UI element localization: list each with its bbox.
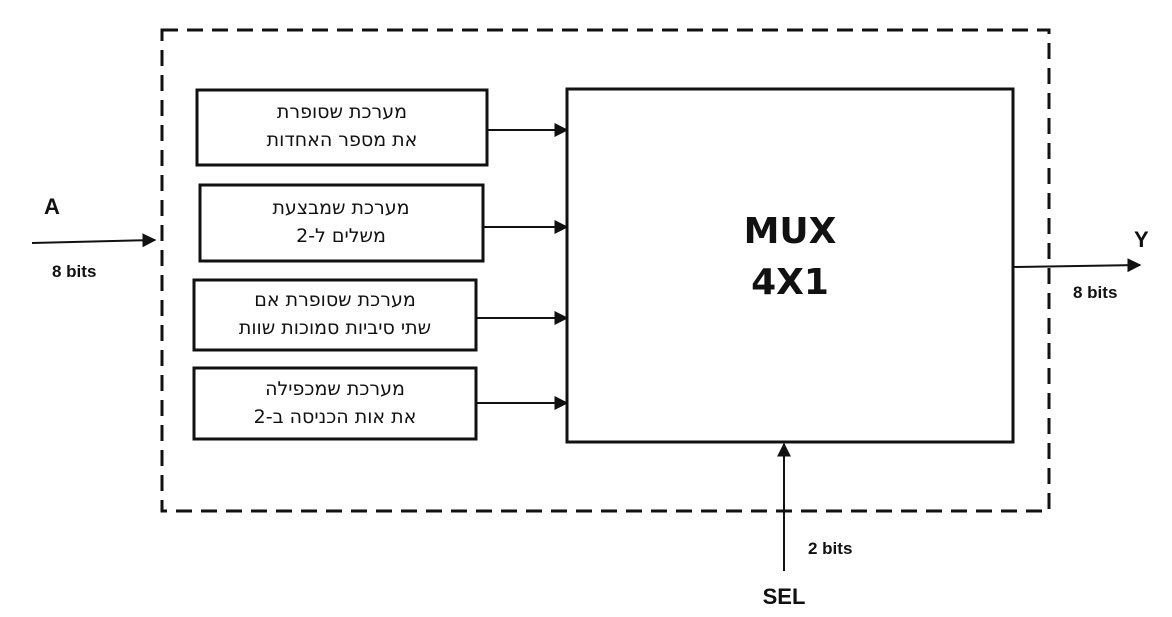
block-twos-complement: מערכת שמבצעת משלים ל-2 bbox=[198, 183, 485, 263]
sel-width: 2 bits bbox=[808, 539, 852, 558]
block-3-line-2: שתי סיביות סמוכות שוות bbox=[239, 317, 431, 339]
input-a-arrow bbox=[31, 233, 157, 248]
block-2-line-2: משלים ל-2 bbox=[296, 225, 386, 247]
output-y-label: Y bbox=[1134, 227, 1149, 252]
block-2-line-1: מערכת שמבצעת bbox=[272, 197, 409, 219]
block-4-line-2: את אות הכניסה ב-2 bbox=[254, 406, 417, 428]
mux-label-line-2: 4X1 bbox=[751, 262, 829, 303]
mux-label-line-1: MUX bbox=[744, 211, 837, 252]
mux-4x1: MUX 4X1 bbox=[565, 87, 1015, 444]
block-1-line-1: מערכת שסופרת bbox=[277, 101, 407, 123]
input-a-width: 8 bits bbox=[52, 262, 96, 281]
block-3-line-1: מערכת שסופרת אם bbox=[254, 289, 416, 311]
output-y-width: 8 bits bbox=[1073, 283, 1117, 302]
block-adjacent-bits-compare: מערכת שסופרת אם שתי סיביות סמוכות שוות bbox=[192, 278, 478, 352]
block-ones-counter: מערכת שסופרת את מספר האחדות bbox=[195, 88, 489, 167]
block-1-line-2: את מספר האחדות bbox=[267, 129, 418, 151]
system-boundary bbox=[160, 28, 1051, 513]
block-multiply-by-2: מערכת שמכפילה את אות הכניסה ב-2 bbox=[192, 366, 478, 441]
output-y-arrow bbox=[1012, 258, 1142, 273]
sel-label: SEL bbox=[763, 584, 806, 609]
input-a-label: A bbox=[44, 194, 60, 219]
block-4-line-1: מערכת שמכפילה bbox=[265, 378, 405, 400]
